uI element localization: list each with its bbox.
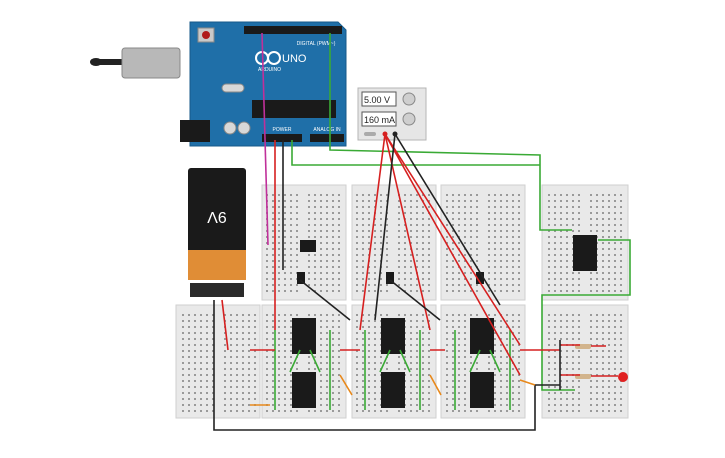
voltage-display <box>361 91 397 107</box>
power-label: POWER <box>273 127 292 133</box>
digital-label: DIGITAL (PWM~) <box>297 41 336 47</box>
current-display <box>361 111 397 127</box>
ic-chip-3[interactable] <box>381 318 405 354</box>
microcontroller-chip <box>252 100 336 118</box>
voltage-readout: 5.00 V <box>364 95 390 105</box>
analog-header[interactable] <box>310 134 344 142</box>
ic-chip-2[interactable] <box>292 372 316 408</box>
digital-header[interactable] <box>244 26 342 34</box>
ic-chip-7[interactable] <box>573 235 597 271</box>
switch-3[interactable] <box>476 272 484 284</box>
transistor[interactable] <box>300 240 316 252</box>
voltage-knob[interactable] <box>402 92 416 106</box>
ic-chip-5[interactable] <box>470 318 494 354</box>
led-red[interactable] <box>618 372 628 382</box>
usb-plug-tip <box>90 58 102 66</box>
current-knob[interactable] <box>402 112 416 126</box>
arduino-uno-board[interactable]: DIGITAL (PWM~) UNO ARDUINO POWER ANALOG … <box>90 21 347 147</box>
power-header[interactable] <box>262 134 302 142</box>
capacitor-2 <box>237 121 251 135</box>
switch-1[interactable] <box>297 272 305 284</box>
crystal <box>221 83 245 93</box>
brand-label: ARDUINO <box>258 67 281 73</box>
battery-snap <box>190 283 244 297</box>
battery-9v[interactable]: 9V <box>188 168 246 297</box>
wires <box>213 32 631 431</box>
current-readout: 160 mA <box>364 115 395 125</box>
ic-chip-4[interactable] <box>381 372 405 408</box>
switch-2[interactable] <box>386 272 394 284</box>
breadboard-bottom-0[interactable] <box>175 304 261 419</box>
battery-label: 9V <box>207 208 227 225</box>
power-switch[interactable] <box>364 132 376 136</box>
power-supply[interactable]: 5.00 V 160 mA <box>357 87 427 141</box>
ic-chip-6[interactable] <box>470 372 494 408</box>
usb-connector <box>121 47 181 79</box>
power-jack <box>180 120 210 142</box>
model-label: UNO <box>282 53 307 65</box>
ic-chip-1[interactable] <box>292 318 316 354</box>
battery-copper-band <box>188 250 246 280</box>
analog-label: ANALOG IN <box>313 127 341 133</box>
breadboard-bottom-4[interactable] <box>541 304 629 419</box>
capacitor-1 <box>223 121 237 135</box>
